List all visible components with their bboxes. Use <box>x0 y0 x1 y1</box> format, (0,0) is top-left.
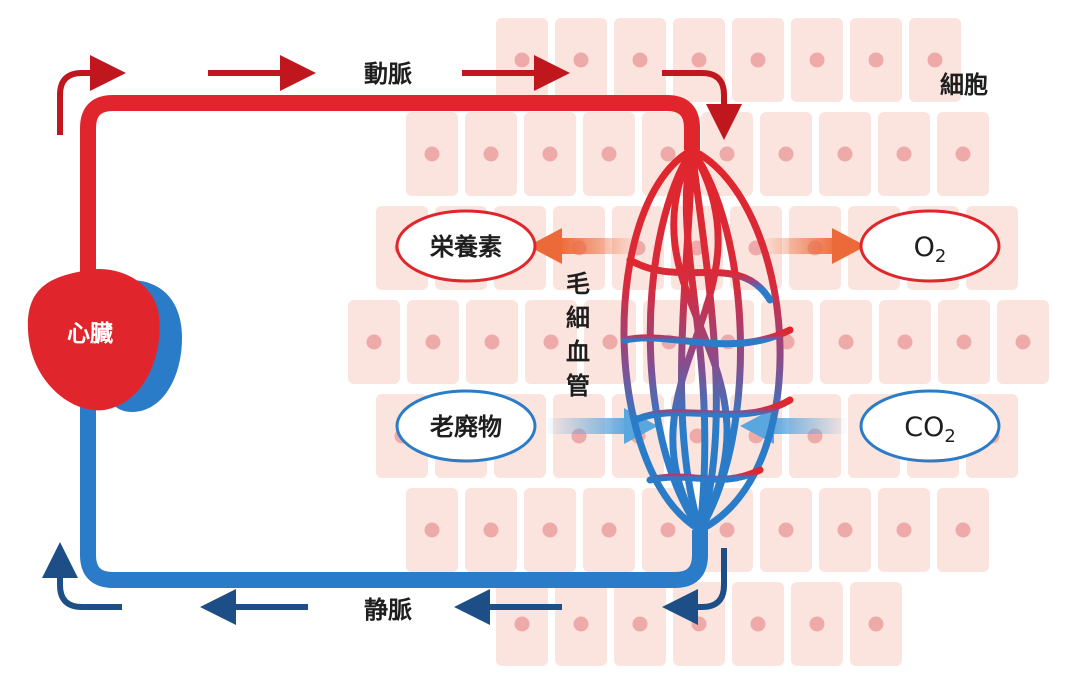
flow-arrow-icon <box>528 228 562 264</box>
cell-nucleus <box>838 334 854 350</box>
cells-label: 細胞 <box>940 71 988 99</box>
vein-vessel <box>80 395 708 588</box>
heart-label: 心臓 <box>67 321 113 347</box>
waste-oval <box>395 389 537 463</box>
capillary-bundle <box>620 146 794 534</box>
cell-nucleus <box>896 522 912 538</box>
cell-nucleus <box>868 52 884 68</box>
co2-label: CO2 <box>904 412 956 447</box>
cell-nucleus <box>809 52 825 68</box>
co2-oval <box>859 389 1001 463</box>
flow-arrow-icon <box>740 408 774 444</box>
nutrients-label: 栄養素 <box>429 233 502 261</box>
heart-front <box>27 269 160 411</box>
cell-nucleus <box>573 52 589 68</box>
cell-nucleus <box>1015 334 1031 350</box>
oxygen-arrow-shaft <box>760 238 838 254</box>
cell-nucleus <box>483 146 499 162</box>
cell-nucleus <box>601 146 617 162</box>
cell-nucleus <box>514 616 530 632</box>
flow-arrow-icon <box>57 55 126 135</box>
cell-nucleus <box>809 616 825 632</box>
cell-nucleus <box>660 146 676 162</box>
cell-nucleus <box>955 522 971 538</box>
cell-nucleus <box>602 334 618 350</box>
co2-subscript: 2 <box>944 426 955 447</box>
cell-nucleus <box>366 334 382 350</box>
cell-nucleus <box>897 334 913 350</box>
cell-nucleus <box>750 616 766 632</box>
cell-nucleus <box>689 428 705 444</box>
capillary-char-3: 血 <box>566 338 590 366</box>
capillary-char-2: 細 <box>566 304 590 332</box>
waste-label: 老廃物 <box>430 413 502 441</box>
flow-arrow-icon <box>832 228 866 264</box>
artery-flow-arrows <box>57 55 742 140</box>
cell-nucleus <box>632 616 648 632</box>
cell-nucleus <box>750 52 766 68</box>
cell-nucleus <box>483 522 499 538</box>
cell-nucleus <box>837 146 853 162</box>
co2-symbol: CO <box>904 412 944 443</box>
cell-nucleus <box>778 146 794 162</box>
oxygen-oval <box>859 209 1001 283</box>
oxygen-subscript: 2 <box>935 246 946 267</box>
cell-nucleus <box>719 522 735 538</box>
cell-nucleus <box>424 146 440 162</box>
vessel-loop <box>80 95 708 588</box>
cell-nucleus <box>660 522 676 538</box>
nutrient-arrows <box>528 228 866 264</box>
cell-nucleus <box>425 334 441 350</box>
cell-nucleus <box>542 522 558 538</box>
capillary-char-1: 毛 <box>566 270 590 298</box>
cell-nucleus <box>778 522 794 538</box>
cell-nucleus <box>691 52 707 68</box>
waste-arrows <box>545 408 848 444</box>
cell-nucleus <box>514 52 530 68</box>
heart-icon <box>27 269 182 412</box>
cell-nucleus <box>719 146 735 162</box>
artery-label: 動脈 <box>364 60 412 88</box>
cell-nucleus <box>542 146 558 162</box>
cell-nucleus <box>691 616 707 632</box>
cell-nucleus <box>601 522 617 538</box>
vein-flow-arrows <box>42 542 727 625</box>
cell-nucleus <box>543 334 559 350</box>
oxygen-symbol: O <box>914 232 935 263</box>
cell-nucleus <box>484 334 500 350</box>
artery-vessel <box>80 95 700 300</box>
cell-nucleus <box>632 52 648 68</box>
flow-arrow-icon <box>662 548 727 625</box>
cell-nucleus <box>955 146 971 162</box>
oxygen-label: O2 <box>914 232 947 267</box>
label-ovals <box>395 209 1001 463</box>
cell-nucleus <box>424 522 440 538</box>
capillary-char-4: 管 <box>566 372 590 400</box>
cell-nucleus <box>896 146 912 162</box>
nutrients-oval <box>395 209 537 283</box>
waste-arrow-shaft <box>545 418 630 434</box>
capillary-label: 毛 細 血 管 <box>566 270 590 400</box>
cell-nucleus <box>956 334 972 350</box>
cell-nucleus <box>837 522 853 538</box>
flow-arrow-icon <box>42 542 122 610</box>
co2-arrow-shaft <box>770 418 848 434</box>
cell-nucleus <box>868 616 884 632</box>
cell-nucleus <box>927 52 943 68</box>
vein-label: 静脈 <box>364 596 412 624</box>
nutrient-arrow-shaft <box>560 238 640 254</box>
flow-arrow-icon <box>662 70 742 140</box>
cell-nucleus <box>573 616 589 632</box>
